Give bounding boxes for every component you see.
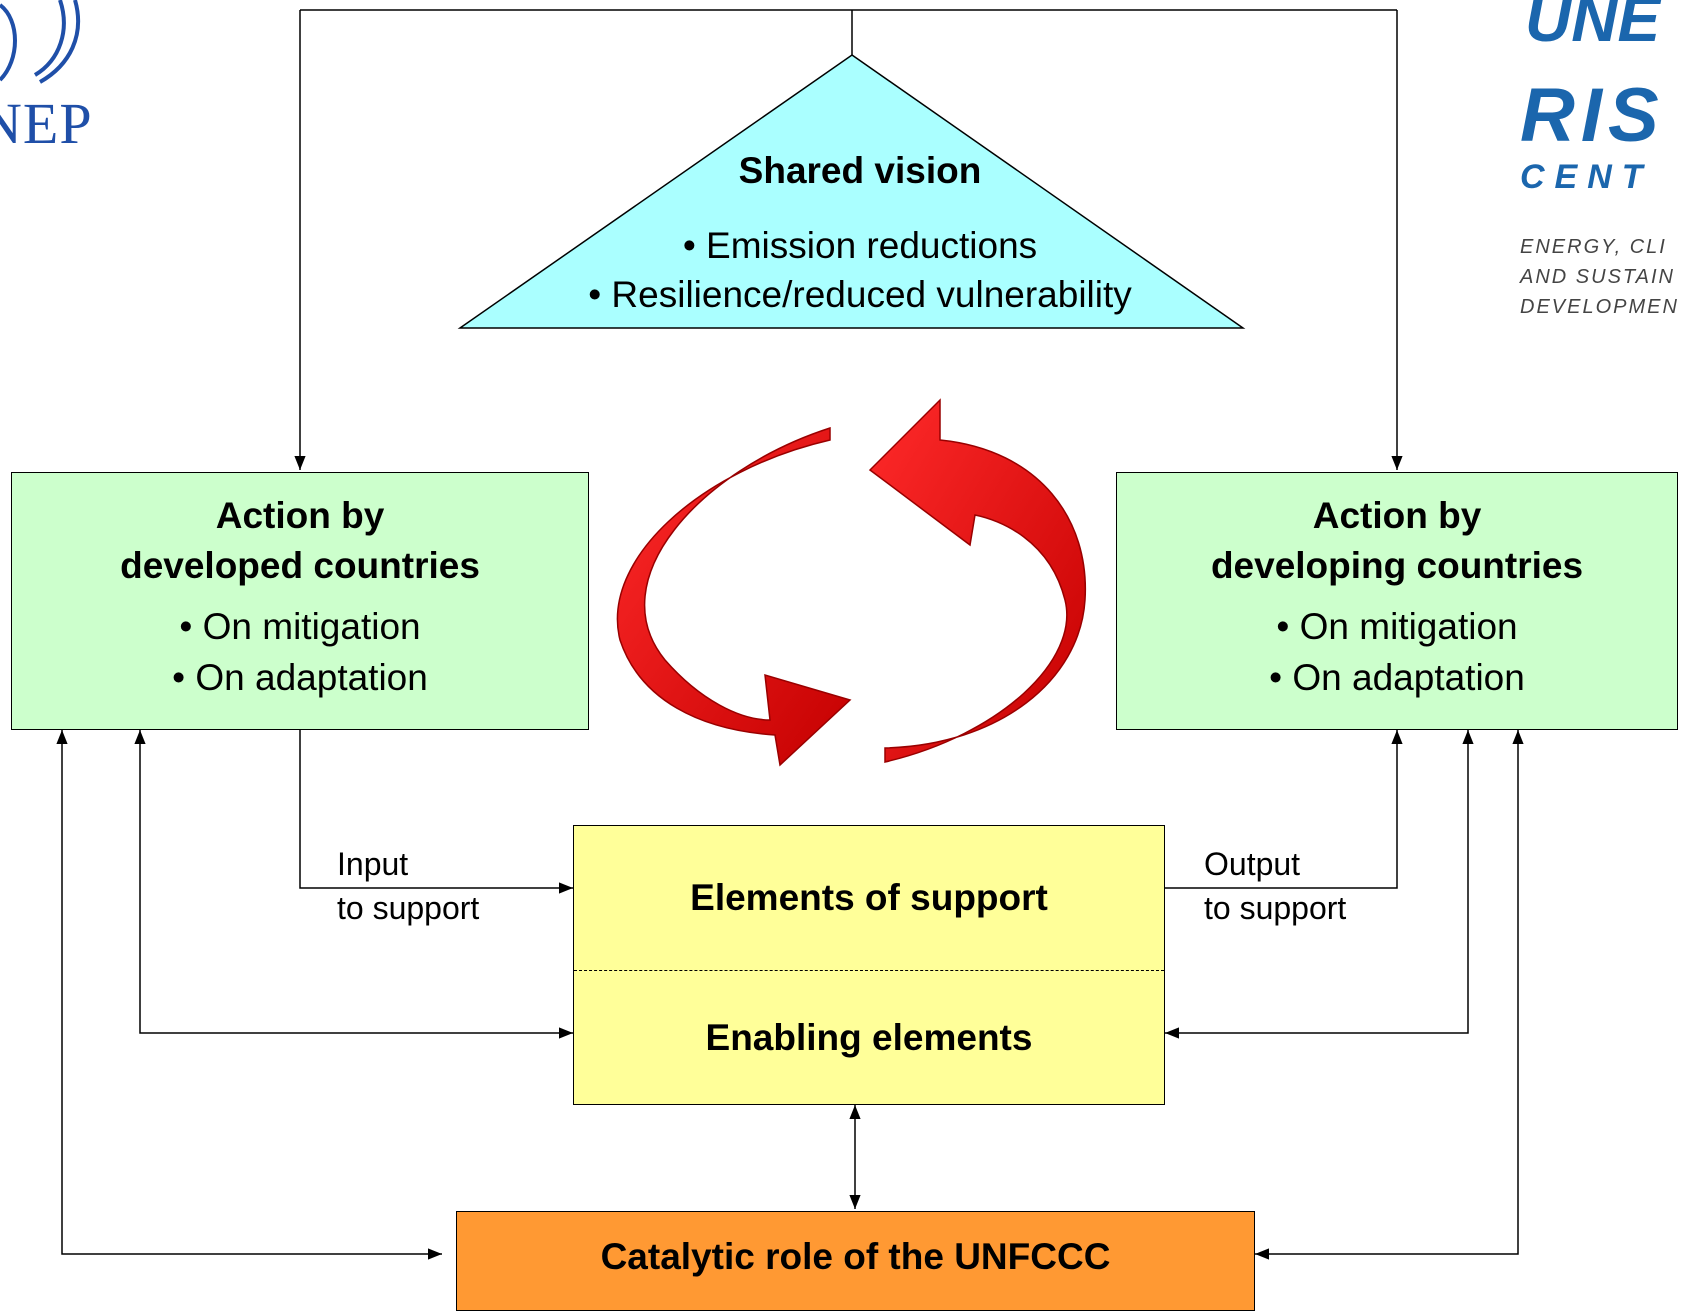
- risoe-tagline-1: ENERGY, CLI: [1520, 236, 1667, 258]
- enabling-elements-label: Enabling elements: [705, 1016, 1033, 1058]
- unfccc-connector-left: [56, 730, 442, 1260]
- developing-bullet-adaptation: • On adaptation: [1269, 657, 1525, 698]
- shared-vision-title: Shared vision: [738, 150, 982, 191]
- unep-logo-text: NEP: [0, 91, 93, 156]
- shared-vision-bullet-2: • Resilience/reduced vulnerability: [588, 274, 1132, 315]
- risoe-logo-line2: RIS: [1520, 73, 1665, 158]
- developing-bullet-mitigation: • On mitigation: [1276, 606, 1518, 647]
- input-label-line1: Input: [337, 846, 409, 882]
- cycle-arrow-left: [616, 426, 852, 767]
- risoe-logo-line1: UNE: [1525, 0, 1661, 55]
- risoe-tagline-2: AND SUSTAIN: [1520, 266, 1675, 288]
- enabling-elements: Enabling elements: [574, 971, 1164, 1104]
- developing-title-line1: Action by: [1312, 495, 1482, 536]
- unfccc-connector-right: [1255, 730, 1524, 1260]
- developed-title-line1: Action by: [215, 495, 385, 536]
- developing-countries-box: Action by developing countries • On miti…: [1116, 472, 1678, 730]
- shared-vision-bullet-1: • Emission reductions: [682, 225, 1038, 266]
- risoe-logo-line3: CENT: [1520, 158, 1653, 196]
- developed-countries-box: Action by developed countries • On mitig…: [11, 472, 589, 730]
- cycle-arrows: [616, 398, 1087, 767]
- input-label-line2: to support: [337, 890, 480, 926]
- unfccc-label: Catalytic role of the UNFCCC: [600, 1236, 1111, 1277]
- developed-bullet-adaptation: • On adaptation: [172, 657, 428, 698]
- shared-vision-triangle: [457, 54, 1246, 329]
- developed-bullet-mitigation: • On mitigation: [179, 606, 421, 647]
- output-label-line2: to support: [1204, 890, 1347, 926]
- support-box: Elements of support Enabling elements: [573, 825, 1165, 1105]
- output-label-line1: Output: [1204, 846, 1301, 882]
- developed-title-line2: developed countries: [120, 545, 480, 586]
- top-connector: [294, 9, 1403, 470]
- risoe-tagline-3: DEVELOPMEN: [1520, 296, 1679, 318]
- unfccc-box: Catalytic role of the UNFCCC: [456, 1211, 1255, 1311]
- elements-of-support-label: Elements of support: [690, 877, 1048, 918]
- developing-title-line2: developing countries: [1210, 545, 1584, 586]
- unep-logo-emblem: [0, 0, 81, 84]
- elements-of-support: Elements of support: [574, 826, 1164, 971]
- cycle-arrow-right: [868, 398, 1087, 763]
